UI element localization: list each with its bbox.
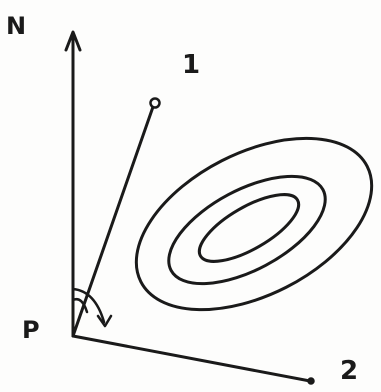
point-1-marker — [149, 97, 161, 109]
north-label: N — [6, 12, 27, 40]
contour-middle — [167, 174, 327, 286]
contour-inner — [197, 193, 301, 263]
angle-arrowhead-icon — [96, 314, 113, 328]
line-to-point-1 — [71, 102, 156, 338]
angle-arc-large — [71, 287, 106, 324]
north-arrowhead-icon — [64, 30, 82, 52]
contour-outer — [134, 136, 374, 312]
point-1-label: 1 — [182, 50, 201, 80]
origin-label: P — [22, 316, 40, 344]
point-2-label: 2 — [340, 356, 359, 386]
line-to-point-2 — [71, 334, 312, 383]
point-2-marker — [307, 377, 315, 385]
angle-arc-small — [71, 298, 89, 314]
